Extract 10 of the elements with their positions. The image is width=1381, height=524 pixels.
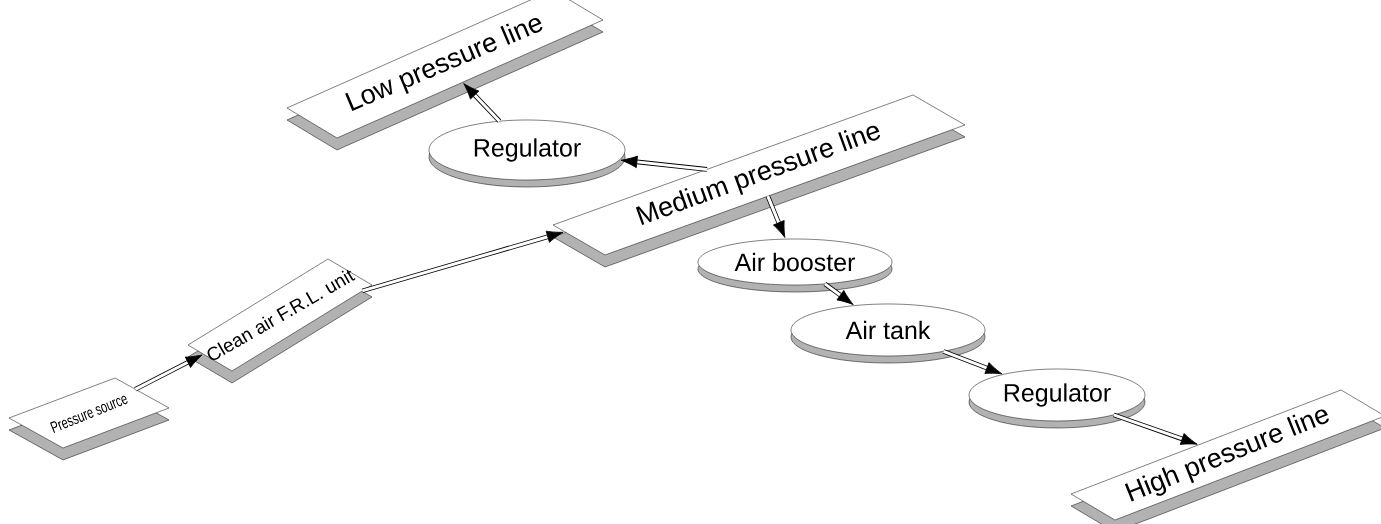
arrow <box>134 354 203 392</box>
arrow <box>823 282 854 305</box>
slab-box: Pressure source <box>8 377 170 461</box>
arrow <box>463 83 502 123</box>
arrow <box>361 230 564 294</box>
arrow <box>620 155 708 172</box>
arrow <box>765 195 786 238</box>
slab-box: Clean air F.R.L. unit <box>187 258 373 384</box>
arrow <box>942 349 1003 375</box>
arrow <box>1112 412 1198 445</box>
